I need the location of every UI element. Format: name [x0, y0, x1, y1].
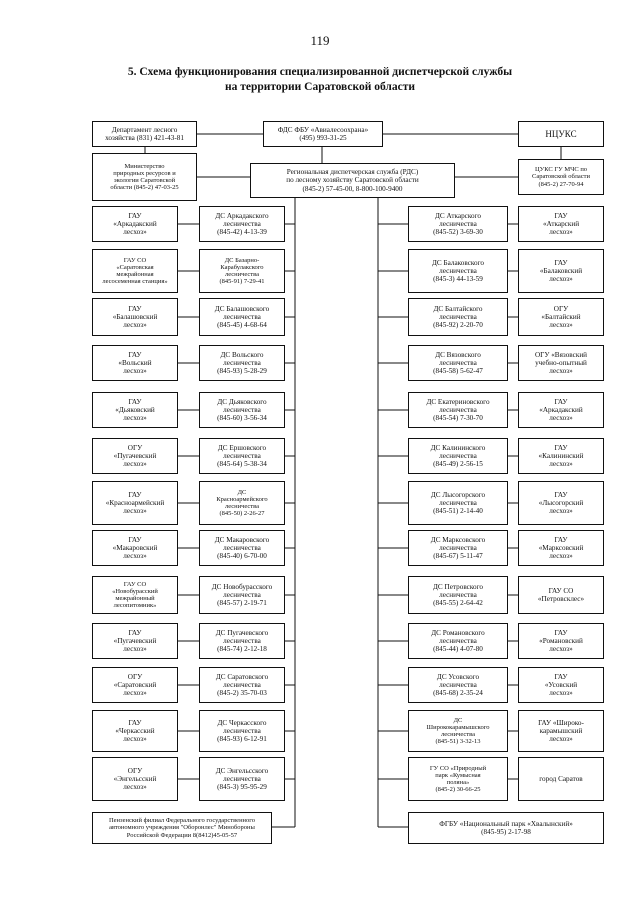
left-org-box: ГАУ «Пугачевский лесхоз»: [92, 623, 178, 659]
left-ds-box: ДС Дьяковского лесничества (845-60) 3-56…: [199, 392, 285, 428]
right-ds-box: ДС Петровского лесничества (845-55) 2-64…: [408, 576, 508, 614]
right-org-box: ОГУ «Балтайский лесхоз»: [518, 298, 604, 336]
left-org-box: ОГУ «Пугачевский лесхоз»: [92, 438, 178, 474]
left-org-box: ГАУ СО «Новобурасский межрайонный лесопи…: [92, 576, 178, 614]
left-ds-box: ДС Макаровского лесничества (845-40) 6-7…: [199, 530, 285, 566]
left-org-box: ГАУ «Балашовский лесхоз»: [92, 298, 178, 336]
left-org-box: ГАУ «Аркадакский лесхоз»: [92, 206, 178, 242]
left-org-box: ОГУ «Энгельсский лесхоз»: [92, 757, 178, 801]
right-org-box: город Саратов: [518, 757, 604, 801]
right-org-box: ГАУ «Аткарский лесхоз»: [518, 206, 604, 242]
right-org-box: ГАУ «Лысогорский лесхоз»: [518, 481, 604, 525]
left-ds-box: ДС Красноармейского лесничества (845-50)…: [199, 481, 285, 525]
dept-forestry-box: Департамент лесного хозяйства (831) 421-…: [92, 121, 197, 147]
right-ds-box: ДС Калининского лесничества (845-49) 2-5…: [408, 438, 508, 474]
khvalynsky-park-box: ФГБУ «Национальный парк «Хвалынский» (84…: [408, 812, 604, 844]
left-ds-box: ДС Базарно- Карабулакского лесничества (…: [199, 249, 285, 293]
left-ds-box: ДС Ершовского лесничества (845-64) 5-38-…: [199, 438, 285, 474]
right-org-box: ГАУ «Романовский лесхоз»: [518, 623, 604, 659]
left-org-box: ГАУ «Дьяковский лесхоз»: [92, 392, 178, 428]
right-ds-box: ДС Ширококарамышского лесничества (845-5…: [408, 710, 508, 752]
left-org-box: ОГУ «Саратовский лесхоз»: [92, 667, 178, 703]
right-ds-box: ДС Лысогорского лесничества (845-51) 2-1…: [408, 481, 508, 525]
cuks-box: ЦУКС ГУ МЧС по Саратовской области (845-…: [518, 159, 604, 195]
right-ds-box: ДС Аткарского лесничества (845-52) 3-69-…: [408, 206, 508, 242]
left-org-box: ГАУ «Красноармейский лесхоз»: [92, 481, 178, 525]
left-org-box: ГАУ «Макаровский лесхоз»: [92, 530, 178, 566]
right-org-box: ГАУ «Аркадакский лесхоз»: [518, 392, 604, 428]
left-ds-box: ДС Пугачевского лесничества (845-74) 2-1…: [199, 623, 285, 659]
page-number: 119: [310, 33, 330, 48]
right-org-box: ГАУ СО «Петровсклес»: [518, 576, 604, 614]
right-org-box: ГАУ «Калининский лесхоз»: [518, 438, 604, 474]
ministry-box: Министерство природных ресурсов и эколог…: [92, 153, 197, 201]
diagram-title-line-2: на территории Саратовской области: [224, 81, 416, 93]
left-ds-box: ДС Энгельсского лесничества (845-3) 95-9…: [199, 757, 285, 801]
left-org-box: ГАУ «Вольский лесхоз»: [92, 345, 178, 381]
left-ds-box: ДС Новобурасского лесничества (845-57) 2…: [199, 576, 285, 614]
left-org-box: ГАУ СО «Саратовская межрайонная лесосеме…: [92, 249, 178, 293]
right-org-box: ОГУ «Вязовский учебно-опытный лесхоз»: [518, 345, 604, 381]
left-ds-box: ДС Балашовского лесничества (845-45) 4-6…: [199, 298, 285, 336]
left-org-box: ГАУ «Черкасский лесхоз»: [92, 710, 178, 752]
ncuks-box: НЦУКС: [518, 121, 604, 147]
right-org-box: ГАУ «Усовский лесхоз»: [518, 667, 604, 703]
left-ds-box: ДС Аркадакского лесничества (845-42) 4-1…: [199, 206, 285, 242]
right-org-box: ГАУ «Марксовский лесхоз»: [518, 530, 604, 566]
fds-avialesookhrana-box: ФДС ФБУ «Авиалесоохрана» (495) 993-31-25: [263, 121, 383, 147]
right-ds-box: ДС Марксовского лесничества (845-67) 5-1…: [408, 530, 508, 566]
left-ds-box: ДС Саратовского лесничества (845-2) 35-7…: [199, 667, 285, 703]
right-ds-box: ДС Усовского лесничества (845-68) 2-35-2…: [408, 667, 508, 703]
right-ds-box: ДС Вязовского лесничества (845-58) 5-62-…: [408, 345, 508, 381]
right-org-box: ГАУ «Широко- карамышский лесхоз»: [518, 710, 604, 752]
right-ds-box: ДС Балаковского лесничества (845-3) 44-1…: [408, 249, 508, 293]
penza-oboronles-box: Пензенский филиал Федерального государст…: [92, 812, 272, 844]
left-ds-box: ДС Вольского лесничества (845-93) 5-28-2…: [199, 345, 285, 381]
left-ds-box: ДС Черкасского лесничества (845-93) 6-12…: [199, 710, 285, 752]
right-ds-box: ДС Балтайского лесничества (845-92) 2-20…: [408, 298, 508, 336]
right-ds-box: ГУ СО «Природный парк «Кумысная поляна» …: [408, 757, 508, 801]
right-ds-box: ДС Романовского лесничества (845-44) 4-0…: [408, 623, 508, 659]
right-ds-box: ДС Екатериновского лесничества (845-54) …: [408, 392, 508, 428]
right-org-box: ГАУ «Балаковский лесхоз»: [518, 249, 604, 293]
rds-box: Региональная диспетчерская служба (РДС) …: [250, 163, 455, 198]
diagram-title-line-1: 5. Схема функционирования специализирова…: [127, 66, 513, 78]
